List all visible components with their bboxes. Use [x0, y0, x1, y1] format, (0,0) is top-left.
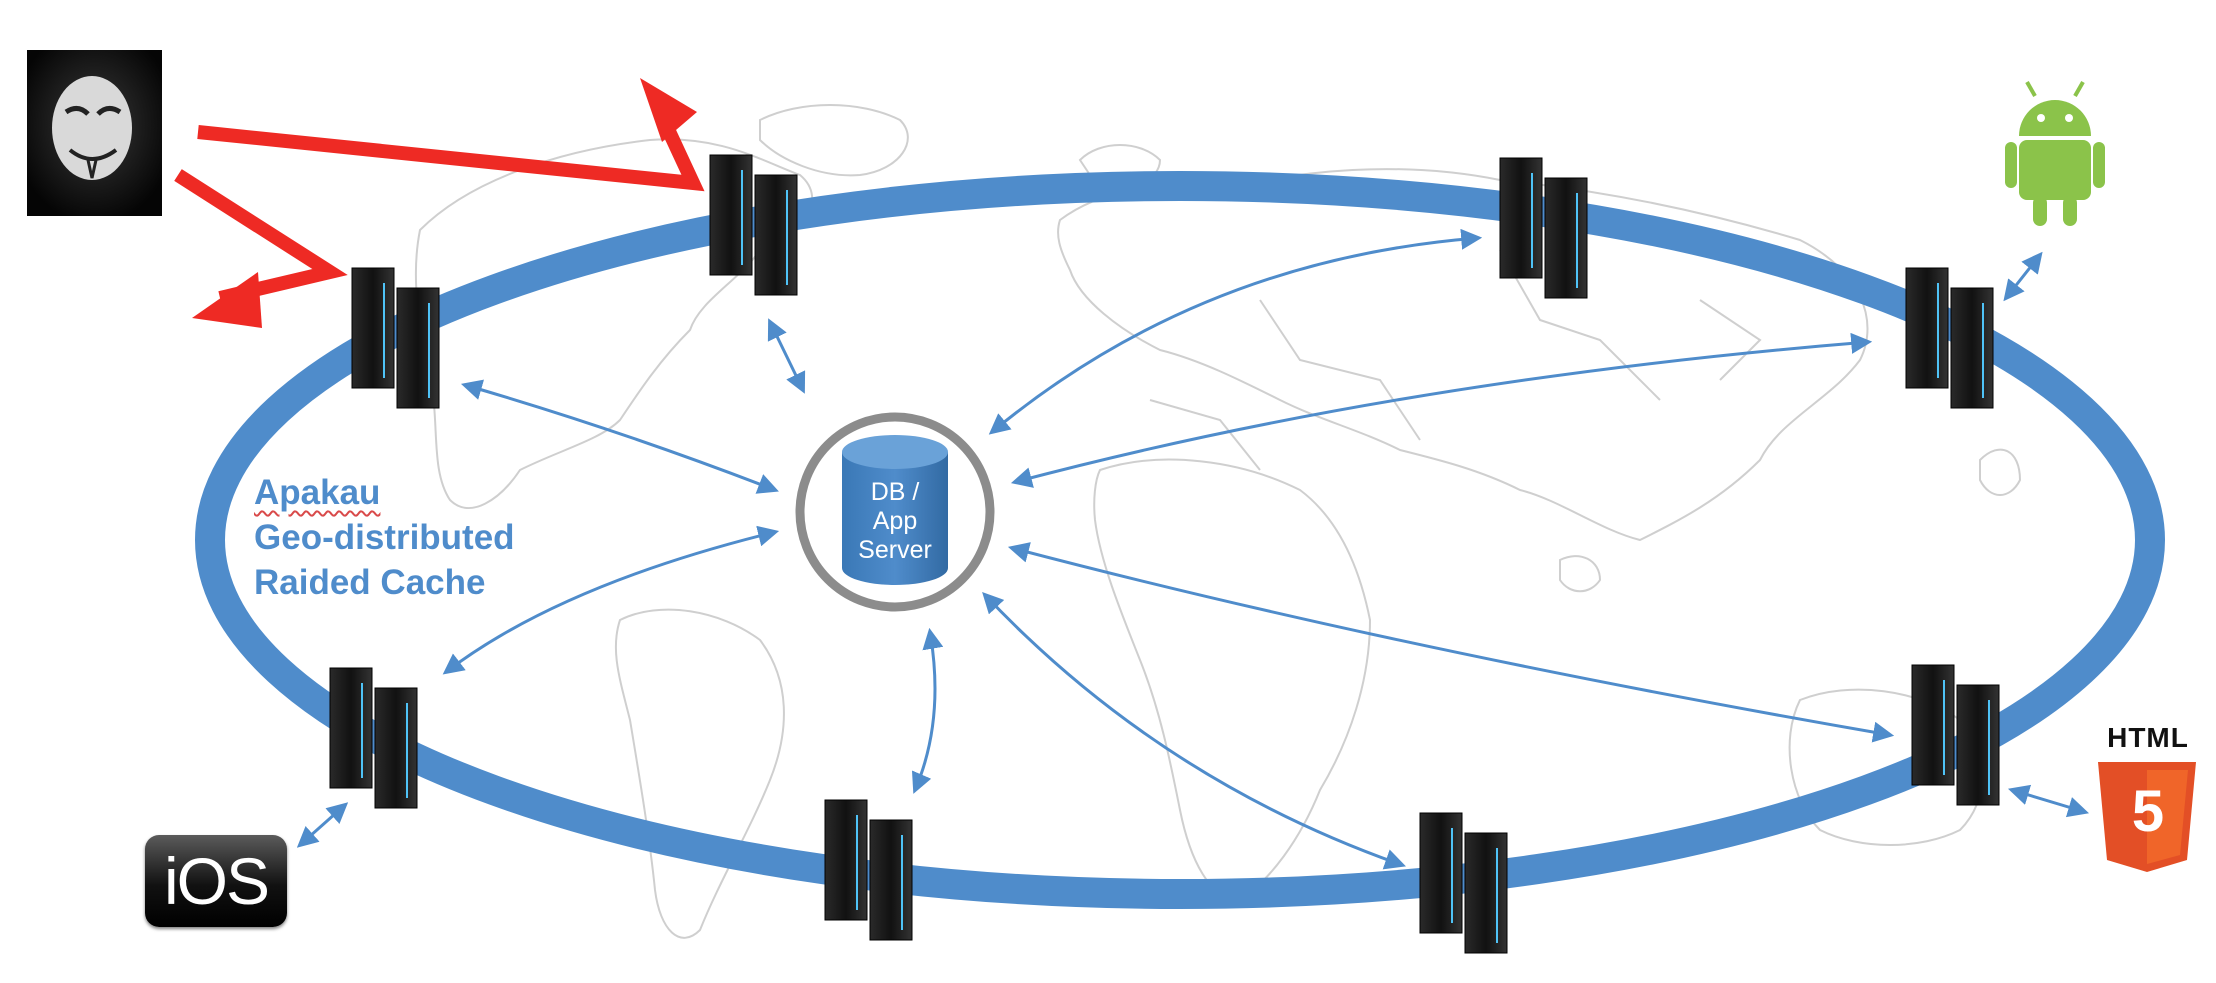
android-robot-icon — [2005, 81, 2105, 226]
ring-label-line3: Raided Cache — [254, 563, 486, 602]
connector-bottom-right — [982, 591, 1406, 870]
html5-word: HTML — [2107, 722, 2189, 753]
connector-top-left — [460, 379, 779, 494]
server-top-right — [1499, 157, 1588, 299]
connector-top-right — [988, 228, 1483, 435]
server-group — [329, 154, 2000, 954]
connector-right-upper — [1010, 332, 1873, 488]
ring-label-brand: Apakau — [254, 473, 381, 512]
ios-label: iOS — [163, 844, 270, 918]
attack-arrows — [174, 78, 705, 328]
ios-badge: iOS — [145, 835, 287, 927]
server-right-upper — [1905, 267, 1994, 409]
db-label-line2: App — [872, 507, 918, 535]
connector-html5 — [2007, 784, 2090, 818]
server-top-upper-left — [709, 154, 798, 296]
connector-group — [296, 228, 2090, 870]
connector-ios — [296, 802, 349, 848]
ring-label-line2: Geo-distributed — [254, 518, 515, 557]
db-label-line3: Server — [858, 536, 932, 564]
connector-bottom-center — [911, 627, 944, 794]
attack-arrowhead-left — [192, 272, 262, 328]
server-bottom-right — [1419, 812, 1508, 954]
db-label: DB / App Server — [840, 478, 950, 565]
attack-arrowhead-up — [640, 78, 697, 142]
server-bottom-center — [824, 799, 913, 941]
cache-ring — [195, 171, 2165, 909]
html5-number: 5 — [2131, 779, 2165, 844]
server-top-left — [351, 267, 440, 409]
server-right-lower — [1911, 664, 2000, 806]
ring-label: Apakau Geo-distributed Raided Cache — [254, 470, 515, 605]
server-left-lower — [329, 667, 418, 809]
attack-arrow-right — [197, 109, 705, 192]
db-app-server — [795, 412, 995, 612]
anonymous-mask-icon — [27, 50, 162, 216]
connector-right-lower — [1007, 542, 1895, 743]
html5-shield-icon — [2098, 762, 2196, 872]
db-label-line1: DB / — [870, 478, 920, 506]
connector-upper-left-short — [767, 318, 806, 394]
connector-android — [2003, 251, 2043, 302]
connector-left-lower — [442, 525, 780, 675]
